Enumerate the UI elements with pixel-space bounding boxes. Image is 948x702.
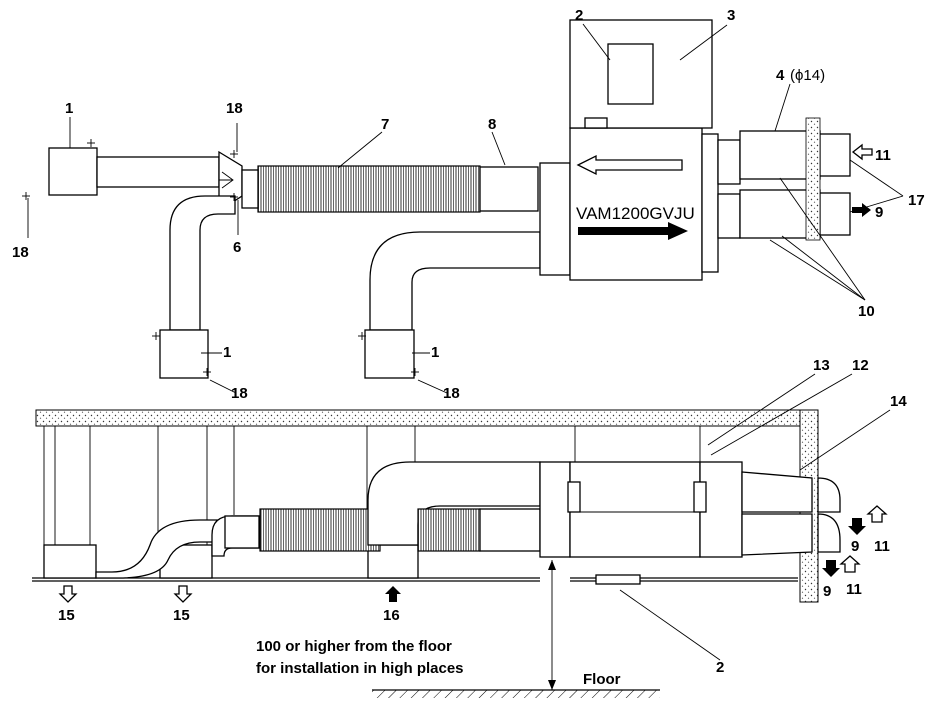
label-16: 16 <box>383 607 400 624</box>
air-outlet-box-left <box>48 147 98 196</box>
duct-adapter <box>479 166 539 212</box>
outdoor-duct-elev-lower <box>741 513 813 556</box>
outflow-arrow-top <box>852 203 871 217</box>
outdoor-duct-elev-upper <box>741 471 813 513</box>
label-18-mid-right: 18 <box>443 385 460 402</box>
label-11-top: 11 <box>875 147 891 164</box>
callout-labels: 1 18 18 6 7 8 2 3 4 (ϕ14) 11 17 9 10 VAM… <box>12 7 925 688</box>
hanger-bracket-right <box>693 481 707 513</box>
duct-collar <box>241 169 259 209</box>
exhaust-arrow-lower <box>822 560 840 577</box>
note-line-2: for installation in high places <box>256 660 464 677</box>
unit-end-cap-right <box>701 133 719 273</box>
label-18-top-mid: 18 <box>226 100 243 117</box>
leader-lines-plan <box>27 23 904 394</box>
model-name: VAM1200GVJU <box>576 204 695 223</box>
heat-reclaim-unit <box>569 127 703 281</box>
label-3: 3 <box>727 7 735 24</box>
flexible-duct-top <box>257 165 481 213</box>
label-4-spec: (ϕ14) <box>790 67 825 84</box>
ceiling-slab <box>35 409 817 427</box>
terminal-block <box>584 117 608 129</box>
unit-elev-cap-left <box>539 461 571 558</box>
label-7: 7 <box>381 116 389 133</box>
wall-hood-lower <box>819 192 851 236</box>
bent-duct-right <box>369 231 541 331</box>
wall-hood-upper <box>819 133 851 177</box>
label-9-side-b: 9 <box>823 583 831 600</box>
collar-lower <box>717 193 741 239</box>
label-1-top: 1 <box>65 100 73 117</box>
elevation-view <box>32 373 891 698</box>
label-6: 6 <box>233 239 241 256</box>
remote-controller-ceiling <box>595 574 641 585</box>
label-15-a: 15 <box>58 607 75 624</box>
collar-upper <box>717 139 741 185</box>
label-10: 10 <box>858 303 875 320</box>
hanger-bracket-left <box>567 481 581 513</box>
label-11-side-b: 11 <box>846 581 862 598</box>
label-4-number: 4 <box>776 67 785 84</box>
unit-elev-body <box>569 461 701 558</box>
intake-arrow-lower <box>839 555 861 573</box>
floor-hatch <box>372 690 660 698</box>
inflow-arrow-top <box>851 143 873 161</box>
label-2-bottom: 2 <box>716 659 724 676</box>
bent-duct-left <box>169 195 236 331</box>
label-12: 12 <box>852 357 869 374</box>
label-14: 14 <box>890 393 907 410</box>
wall-hood-elev-upper <box>817 477 841 513</box>
plan-view <box>22 19 904 394</box>
label-1-mid-left: 1 <box>223 344 231 361</box>
label-18-mid-left: 18 <box>231 385 248 402</box>
hanger-rods <box>54 426 701 545</box>
intake-arrow-upper <box>866 505 888 523</box>
branch-fitting <box>224 515 260 549</box>
ceiling-diffuser-1 <box>43 544 97 579</box>
label-9-top: 9 <box>875 204 883 221</box>
note-line-1: 100 or higher from the floor <box>256 638 452 655</box>
label-8: 8 <box>488 116 496 133</box>
label-9-side-a: 9 <box>851 538 859 555</box>
air-outlet-box-mid-right <box>364 329 415 379</box>
air-outlet-box-mid-left <box>159 329 209 379</box>
label-2-top: 2 <box>575 7 583 24</box>
wall-hood-elev-lower <box>817 513 841 553</box>
exhaust-arrow-upper <box>848 518 866 535</box>
duct-adapter-elev <box>479 508 541 552</box>
supply-arrow-15b <box>173 585 193 603</box>
flexible-duct-elev-1 <box>259 508 381 552</box>
branch-arrow <box>219 171 234 189</box>
return-arrow-16 <box>385 586 401 602</box>
solid-arrow-right <box>578 222 688 240</box>
label-18-top-left: 18 <box>12 244 29 261</box>
supply-arrow-15a <box>58 585 78 603</box>
floor-label: Floor <box>583 671 621 688</box>
remote-controller <box>607 43 654 105</box>
wall-plan <box>805 117 821 241</box>
label-13: 13 <box>813 357 830 374</box>
label-1-mid-right: 1 <box>431 344 439 361</box>
hollow-arrow-left <box>576 154 683 176</box>
label-17: 17 <box>908 192 925 209</box>
unit-end-cap-left <box>539 162 571 276</box>
duct-straight-top <box>96 156 220 188</box>
label-15-b: 15 <box>173 607 190 624</box>
label-11-side-a: 11 <box>874 538 890 555</box>
flexible-duct-elev-2 <box>417 508 481 552</box>
